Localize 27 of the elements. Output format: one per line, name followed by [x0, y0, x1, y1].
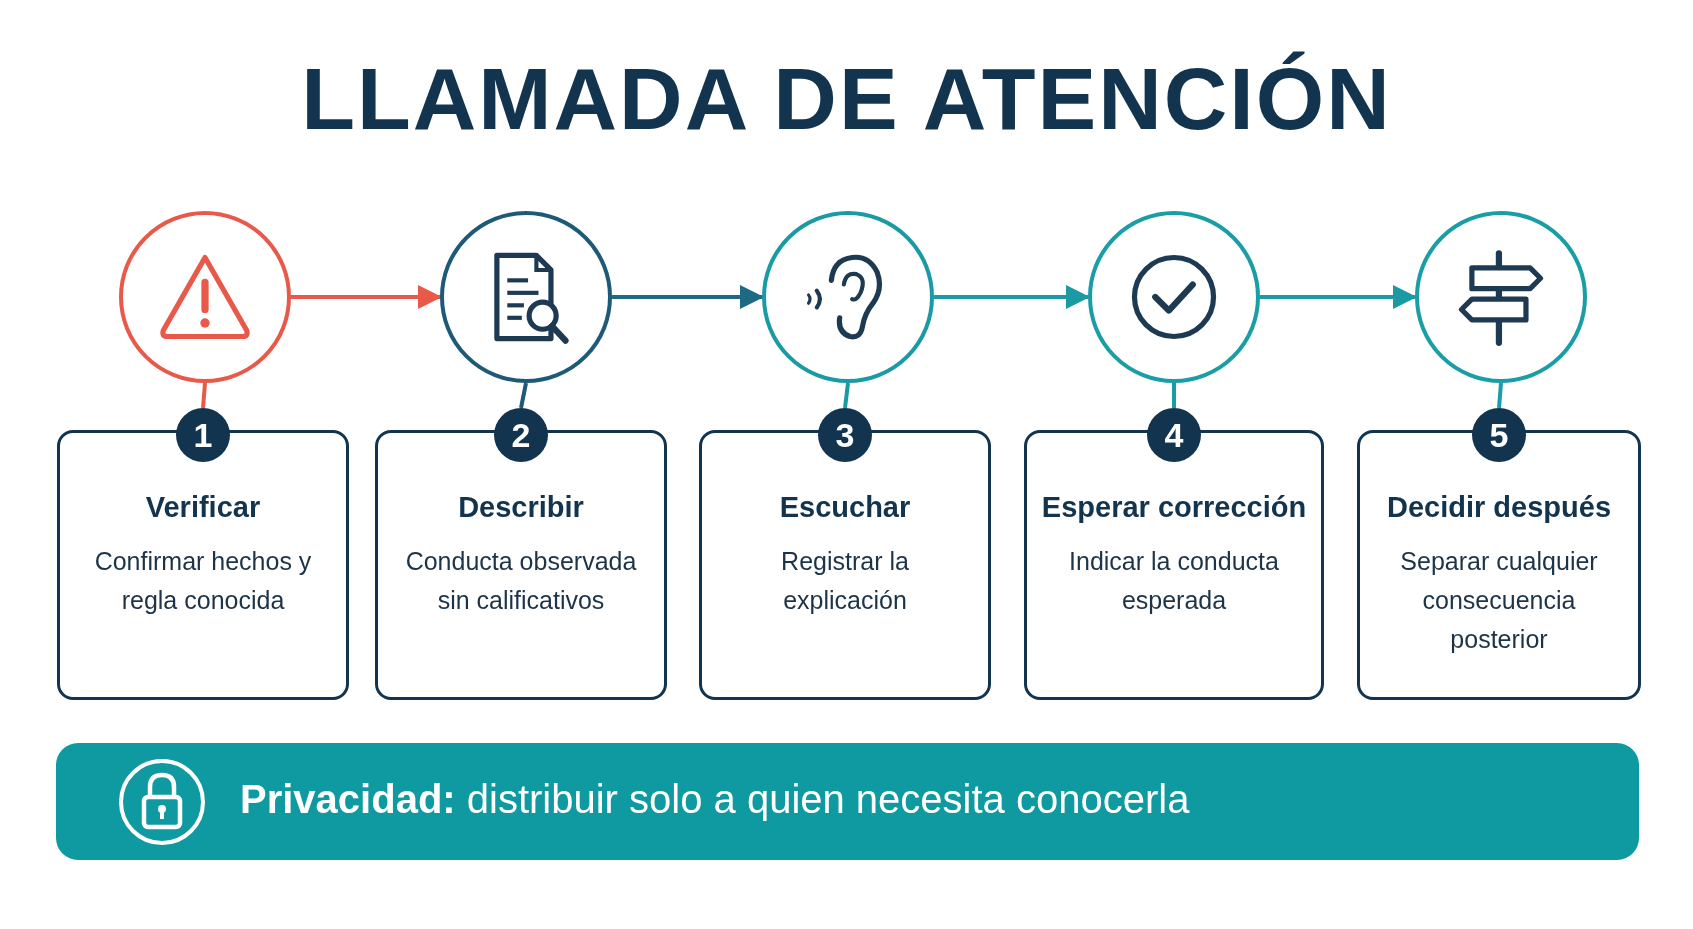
- arrow: [291, 285, 442, 309]
- connector-line: [1497, 382, 1503, 409]
- connector-line: [519, 382, 528, 409]
- step-description: Separar cualquier consecuencia posterior: [1399, 546, 1599, 655]
- arrow: [1260, 285, 1417, 309]
- note-text: Privacidad: distribuir solo a quien necesita conocerla: [240, 777, 1190, 822]
- step-number-badge: 5: [1472, 408, 1526, 462]
- connector-line: [201, 382, 207, 409]
- connector-line: [1172, 383, 1176, 408]
- step-number-badge: 4: [1147, 408, 1201, 462]
- step-number-badge: 3: [818, 408, 872, 462]
- step-description: Confirmar hechos y regla conocida: [93, 546, 313, 616]
- step-heading: Esperar corrección: [1041, 491, 1307, 524]
- step-description: Conducta observada sin calificativos: [404, 546, 638, 616]
- step-heading: Escuchar: [779, 491, 911, 524]
- title: LLAMADA DE ATENCIÓN: [300, 48, 1393, 150]
- step-description: Registrar la explicación: [780, 546, 910, 616]
- arrow: [612, 285, 764, 309]
- step-heading: Verificar: [145, 491, 261, 524]
- step-number-badge: 1: [176, 408, 230, 462]
- note-banner: [56, 743, 1639, 860]
- step-description: Indicar la conducta esperada: [1068, 546, 1280, 616]
- arrow: [934, 285, 1090, 309]
- step-number-badge: 2: [494, 408, 548, 462]
- connector-line: [843, 382, 850, 409]
- step-heading: Describir: [458, 491, 584, 524]
- step-heading: Decidir después: [1387, 491, 1611, 524]
